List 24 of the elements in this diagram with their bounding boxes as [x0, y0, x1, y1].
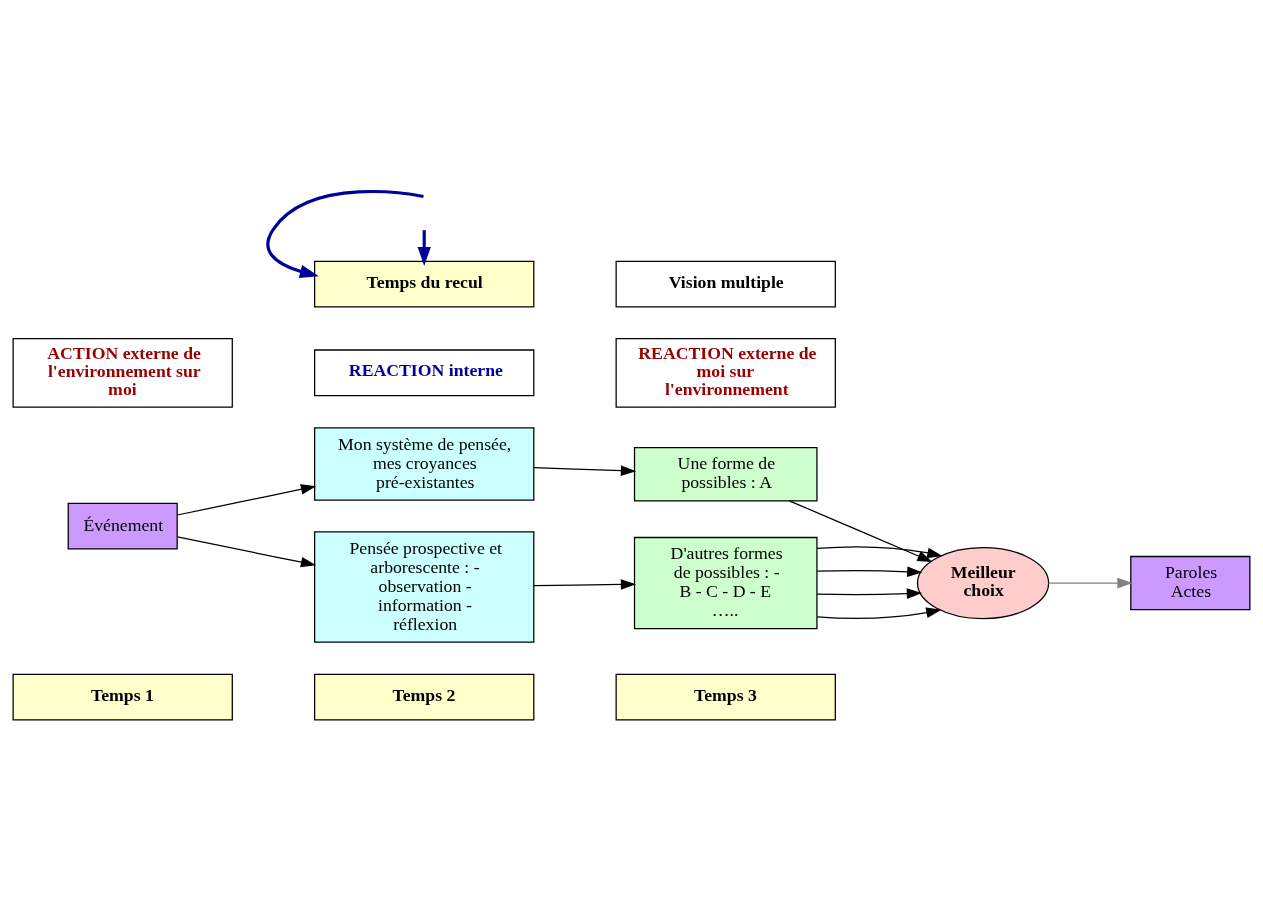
- node-box: Paroles Actes: [1130, 555, 1251, 610]
- node-box: Pensée prospective et arborescente : - observation - information - réflexion: [314, 530, 535, 643]
- arrow: [533, 578, 637, 590]
- node-box: Vision multiple: [615, 260, 836, 308]
- node-box: ACTION externe de l'environnement sur moi: [12, 337, 233, 408]
- node-box: Événement: [67, 502, 178, 550]
- node-box: D'autres formes de possibles : - B - C - D - E …..: [633, 536, 818, 629]
- arrow: [816, 565, 923, 577]
- arrow: [1047, 577, 1133, 588]
- arrow: [176, 483, 317, 516]
- node-box: Une forme de possibles : A: [633, 446, 818, 501]
- arrow: [788, 499, 933, 562]
- node-box: REACTION interne: [314, 348, 535, 396]
- node-box: Temps 3: [615, 673, 836, 721]
- node-box: Temps du recul: [314, 260, 535, 308]
- node-box: Temps 1: [12, 673, 233, 721]
- node-box: Mon système de pensée, mes croyances pré-existantes: [314, 426, 535, 501]
- arrow: [816, 587, 922, 599]
- arrow: [533, 464, 637, 476]
- arrow: [816, 545, 943, 558]
- arrow: [816, 606, 942, 619]
- arrow: [176, 535, 317, 567]
- node-box: Temps 2: [314, 673, 535, 721]
- node-box: REACTION externe de moi sur l'environnement: [615, 337, 836, 408]
